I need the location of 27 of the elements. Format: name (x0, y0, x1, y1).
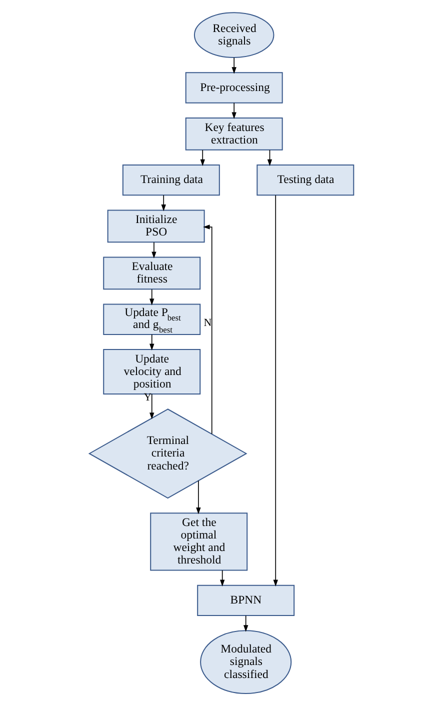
node-box: Training data (122, 164, 220, 196)
node-ellipse: Modulated signals classified (200, 630, 292, 694)
edge-label: N (203, 317, 212, 330)
node-ellipse: Received signals (193, 12, 274, 58)
node-box: Get the optimal weight and threshold (150, 512, 248, 571)
arrow (202, 224, 212, 434)
node-box: Testing data (256, 164, 354, 196)
arrow (149, 334, 154, 350)
arrow (149, 288, 154, 306)
node-box: Key features extraction (184, 117, 282, 150)
node-box: Initialize PSO (106, 210, 204, 243)
arrow (160, 194, 166, 212)
arrow (196, 480, 200, 514)
node-box: Pre-processing (184, 72, 282, 104)
arrow (231, 57, 236, 74)
arrow (272, 194, 278, 586)
node-box: Update P$_{best}$ and g$_{best}$ (102, 304, 200, 335)
arrow (151, 242, 156, 258)
node-box: BPNN (196, 584, 294, 616)
arrow (231, 102, 236, 119)
arrow (149, 394, 154, 420)
arrow (242, 615, 248, 632)
arrow (266, 150, 272, 166)
node-diamond: Terminal criteria reached? (88, 408, 247, 499)
arrow (200, 150, 204, 166)
node-box: Evaluate fitness (102, 256, 200, 290)
arrow (219, 570, 224, 586)
